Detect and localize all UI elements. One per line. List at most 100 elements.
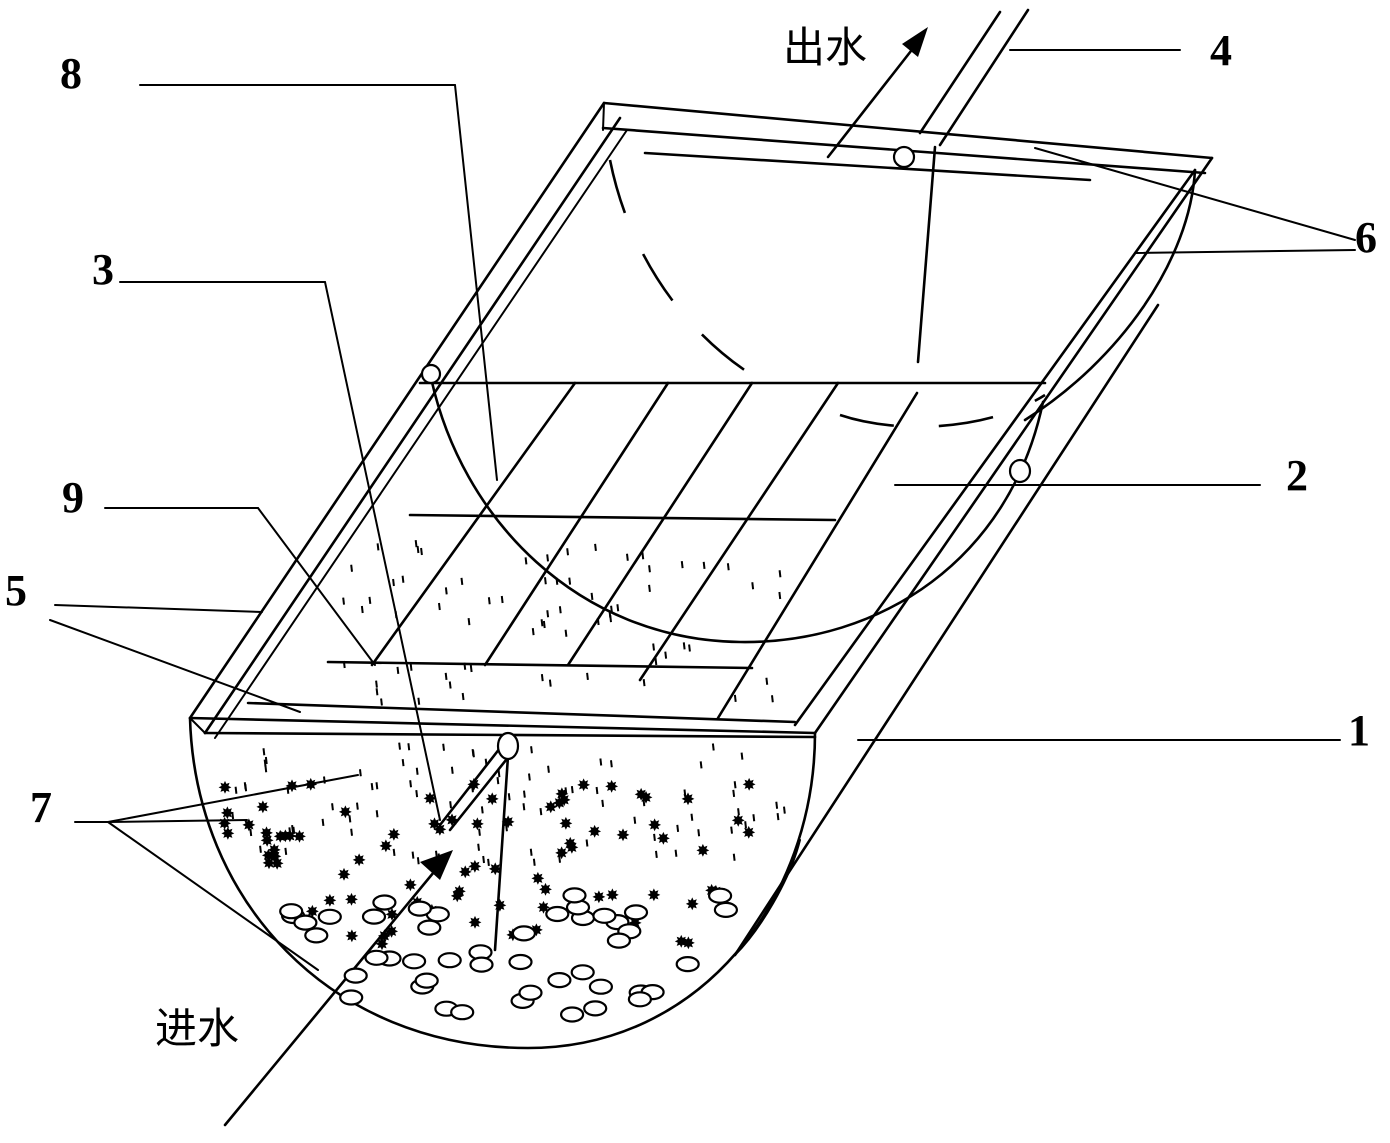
carrier-star: ✸ bbox=[427, 815, 441, 835]
filler-ball bbox=[279, 903, 304, 920]
speck bbox=[505, 824, 508, 832]
speck bbox=[688, 644, 691, 652]
speck bbox=[342, 660, 346, 669]
front-corner-left bbox=[189, 717, 206, 734]
left-rail-outer bbox=[188, 101, 606, 720]
filler-ball bbox=[518, 984, 543, 1001]
carrier-star: ✸ bbox=[647, 886, 661, 906]
speck bbox=[690, 813, 694, 821]
carrier-star: ✸ bbox=[742, 824, 756, 844]
speck bbox=[648, 565, 651, 573]
filler-ball bbox=[508, 953, 533, 971]
speck bbox=[469, 664, 473, 673]
filler-ball bbox=[627, 991, 653, 1008]
carrier-star: ✸ bbox=[242, 816, 256, 836]
inlet-arrow-shaft bbox=[223, 853, 450, 1127]
speck bbox=[444, 672, 448, 681]
speck bbox=[590, 592, 594, 601]
carrier-star: ✸ bbox=[338, 803, 352, 823]
speck bbox=[480, 806, 484, 814]
speck bbox=[321, 818, 325, 827]
filler-ball bbox=[511, 925, 537, 942]
carrier-star: ✸ bbox=[468, 858, 482, 878]
filler-ball bbox=[364, 949, 389, 966]
back-corner-left bbox=[602, 102, 605, 131]
speck bbox=[765, 677, 769, 685]
filler-ball bbox=[570, 964, 595, 981]
frame bbox=[188, 101, 1214, 739]
filler-ball bbox=[583, 1000, 608, 1017]
carrier-star: ✸ bbox=[260, 831, 274, 851]
carrier-star: ✸ bbox=[470, 815, 484, 835]
speck bbox=[231, 811, 235, 820]
speck bbox=[596, 617, 600, 626]
speck bbox=[740, 752, 744, 760]
bottom-edge-join bbox=[734, 839, 801, 956]
speck bbox=[401, 758, 405, 767]
carrier-star: ✸ bbox=[467, 776, 481, 796]
outlet-label: 出水 bbox=[783, 23, 867, 72]
filler-balls bbox=[279, 887, 739, 1023]
carrier-star: ✸ bbox=[605, 777, 619, 797]
speck bbox=[524, 557, 528, 565]
speck bbox=[683, 789, 687, 797]
speck bbox=[420, 547, 423, 556]
speck bbox=[648, 584, 651, 593]
carrier-star: ✸ bbox=[674, 933, 688, 953]
speck bbox=[540, 673, 544, 682]
speck bbox=[416, 857, 420, 865]
carrier-star: ✸ bbox=[292, 828, 306, 848]
speck bbox=[292, 826, 296, 835]
back-rail-outer bbox=[602, 101, 1214, 160]
inlet-arrow-head bbox=[420, 850, 453, 880]
speck bbox=[331, 803, 334, 811]
carrier-star: ✸ bbox=[559, 815, 573, 835]
carrier-star: ✸ bbox=[557, 791, 571, 811]
speck bbox=[586, 672, 589, 681]
carrier-star: ✸ bbox=[385, 906, 399, 926]
speck bbox=[532, 858, 536, 866]
outlet-collector bbox=[643, 151, 1092, 182]
speck bbox=[243, 782, 247, 790]
carrier-star: ✸ bbox=[555, 844, 569, 864]
speck bbox=[558, 855, 561, 863]
speck bbox=[435, 850, 438, 858]
filler-ball bbox=[547, 971, 572, 989]
speck bbox=[416, 545, 420, 554]
carrier-star: ✸ bbox=[433, 820, 447, 840]
plate-4 bbox=[638, 381, 840, 682]
carrier-star: ✸ bbox=[501, 813, 515, 833]
front-plate-edge bbox=[246, 701, 797, 724]
carrier-star: ✸ bbox=[685, 895, 699, 915]
speck bbox=[359, 769, 362, 777]
speck bbox=[609, 614, 612, 623]
speck bbox=[737, 808, 740, 816]
speck bbox=[542, 620, 546, 629]
speck bbox=[350, 828, 353, 836]
speck bbox=[288, 827, 292, 835]
filler-ball bbox=[545, 905, 570, 923]
plate-1 bbox=[370, 381, 577, 667]
leader-3b bbox=[324, 281, 441, 821]
speck bbox=[539, 807, 543, 816]
speck bbox=[487, 858, 490, 867]
carrier-star: ✸ bbox=[452, 882, 466, 902]
carrier-star: ✸ bbox=[267, 841, 281, 861]
speck bbox=[323, 776, 326, 784]
speck bbox=[398, 742, 401, 750]
carrier-star: ✸ bbox=[403, 876, 417, 896]
carrier-star: ✸ bbox=[379, 837, 393, 857]
speck bbox=[411, 851, 415, 859]
front-u-arc bbox=[428, 371, 1045, 644]
inlet-label: 进水 bbox=[155, 1004, 239, 1053]
carrier-star: ✸ bbox=[616, 826, 630, 846]
carrier-star: ✸ bbox=[605, 886, 619, 906]
speck bbox=[523, 790, 526, 798]
leader-5a bbox=[54, 604, 263, 613]
carrier-star: ✸ bbox=[377, 927, 391, 947]
speck bbox=[540, 619, 544, 627]
carrier-star: ✸ bbox=[458, 863, 472, 883]
speck bbox=[778, 570, 782, 578]
biofilm-carriers: ✸✸✸✸✸✸✸✸✸✸✸✸✸✸✸✸✸✸✸✸✸✸✸✸✸✸✸✸✸✸✸✸✸✸✸✸✸✸✸✸… bbox=[218, 775, 757, 955]
